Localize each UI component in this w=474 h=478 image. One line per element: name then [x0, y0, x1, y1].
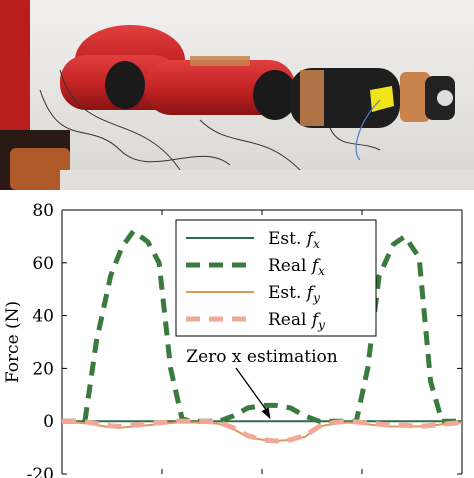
- elbow-joint-1: [105, 61, 145, 109]
- legend-label-0: Est. fx: [268, 229, 320, 251]
- legend-label-subscript-3: y: [317, 318, 325, 332]
- y-axis-label: Force (N): [3, 301, 23, 383]
- legend-label-3: Real fy: [268, 310, 325, 332]
- legend-label-main-2: Est.: [268, 283, 307, 303]
- y-tick-label-80: 80: [32, 201, 54, 221]
- legend-label-2: Est. fy: [268, 283, 320, 305]
- y-tick-label-0: 0: [43, 412, 54, 432]
- series-line-2: [62, 421, 463, 442]
- yellow-tag: [370, 86, 394, 112]
- legend-label-symbol-3: f: [310, 310, 321, 330]
- series-line-3: [62, 418, 463, 444]
- legend-label-subscript-1: x: [318, 264, 325, 278]
- robot-arm-with-sensors-photo-icon: [0, 0, 474, 190]
- y-tick-label-60: 60: [32, 254, 54, 274]
- copper-tape-3: [400, 72, 430, 122]
- copper-tape-2: [300, 70, 324, 126]
- annotation-arrowhead: [261, 407, 271, 420]
- legend-label-main-3: Real: [268, 310, 312, 330]
- copper-base: [10, 148, 70, 190]
- legend-label-main-0: Est.: [268, 229, 307, 249]
- annotation-text: Zero x estimation: [186, 347, 337, 367]
- blue-wire: [355, 99, 381, 161]
- end-effector-cap: [437, 90, 453, 106]
- wrist-joint-1: [253, 70, 297, 120]
- legend-label-symbol-1: f: [310, 256, 321, 276]
- legend-label-symbol-2: f: [305, 283, 316, 303]
- y-tick-label-20: 20: [32, 359, 54, 379]
- legend-label-1: Real fx: [268, 256, 325, 278]
- series-line-1: [62, 228, 462, 424]
- floor-strip: [60, 170, 474, 190]
- robot-arm-photo: [0, 0, 474, 190]
- legend-label-symbol-0: f: [305, 229, 316, 249]
- legend-label-subscript-2: y: [312, 291, 320, 305]
- annotation-arrow-line: [235, 367, 270, 414]
- y-tick-label-40: 40: [32, 307, 54, 327]
- y-tick-label--20: -20: [27, 465, 54, 478]
- sensor-wires: [39, 69, 381, 171]
- legend-label-subscript-0: x: [313, 237, 320, 251]
- legend-label-main-1: Real: [268, 256, 312, 276]
- copper-tape-1: [190, 56, 250, 66]
